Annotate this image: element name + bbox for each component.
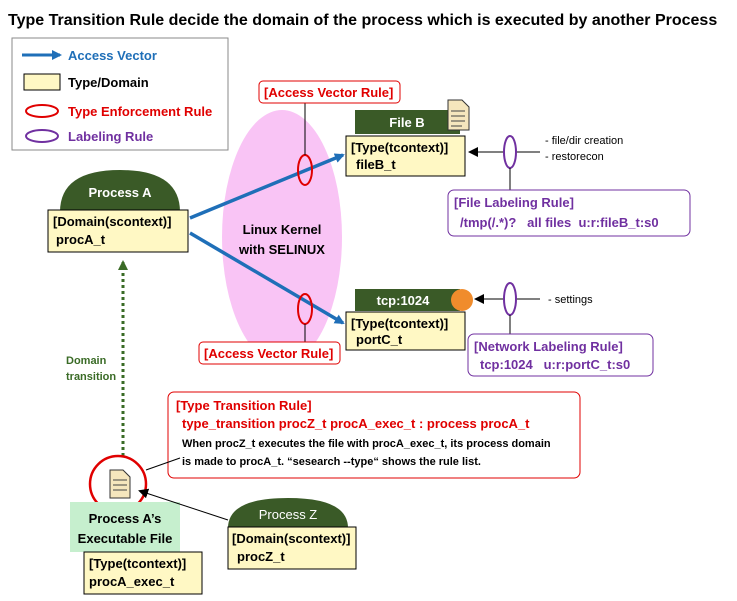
legend-type-enforcement-icon [25, 104, 59, 118]
type-transition-rule-box [167, 391, 581, 479]
file-b-type-box [345, 135, 466, 177]
tcp-value: portC_t [356, 332, 403, 347]
file-b-label: [Type(tcontext)] [351, 140, 448, 155]
process-z: Process Z [Domain(scontext)] procZ_t [227, 498, 357, 570]
legend-labeling-label: Labeling Rule [68, 129, 153, 144]
executable-file-label: [Type(tcontext)] [89, 556, 186, 571]
domain-transition-label-1: Domain [66, 355, 107, 367]
executable-file-title-1: Process A’s [89, 511, 162, 526]
executable-file-header [70, 502, 180, 552]
type-transition-rule-desc-2: is made to procA_t. “sesearch --type“ sh… [182, 456, 481, 468]
access-vector-rule-bottom: [Access Vector Rule] [204, 346, 333, 361]
executable-file-type-box [83, 551, 203, 595]
network-labeling-rule-body: tcp:1024 u:r:portC_t:s0 [480, 357, 630, 372]
access-vector-rule-bottom-box [198, 341, 341, 365]
file-b-title: File B [389, 115, 424, 130]
access-vector-arrow-file [189, 153, 345, 220]
network-labeling-rule-box [467, 333, 654, 377]
process-a-header [60, 170, 180, 212]
tcp-type-box [345, 311, 466, 351]
tcp-port: tcp:1024 [Type(tcontext)] portC_t [345, 289, 473, 351]
file-labeling-marker [503, 135, 517, 169]
legend: Access Vector Type/Domain Type Enforceme… [11, 37, 229, 151]
type-transition-rule-statement: type_transition procZ_t procA_exec_t : p… [182, 416, 530, 431]
page-title: Type Transition Rule decide the domain o… [8, 12, 717, 29]
process-z-value: procZ_t [237, 549, 285, 564]
process-a-value: procA_t [56, 232, 106, 247]
file-labeling-rule-title: [File Labeling Rule] [454, 195, 574, 210]
process-z-title: Process Z [259, 507, 318, 522]
network-labeling-marker [503, 282, 517, 316]
type-transition-callout-line [145, 457, 181, 471]
network-labeling-rule-title: [Network Labeling Rule] [474, 339, 623, 354]
access-vector-rule-top-box [258, 80, 401, 104]
tcp-label: [Type(tcontext)] [351, 316, 448, 331]
executable-file-title-2: Executable File [78, 531, 173, 546]
process-a-type-box [47, 209, 189, 253]
execute-arrow [138, 488, 229, 521]
tcp-port-dot [451, 289, 473, 311]
tcp-title: tcp:1024 [377, 293, 431, 308]
file-note-2: - restorecon [545, 151, 604, 163]
file-b: File B [Type(tcontext)] fileB_t [345, 99, 470, 177]
type-transition-rule-desc-1: When procZ_t executes the file with proc… [182, 438, 551, 450]
legend-type-domain-label: Type/Domain [68, 75, 149, 90]
domain-transition-label-2: transition [66, 371, 116, 383]
tcp-note: - settings [548, 294, 593, 306]
file-labeling-rule-body: /tmp(/.*)? all files u:r:fileB_t:s0 [460, 215, 659, 230]
file-labeling-rule-box [447, 189, 691, 237]
file-b-document-icon [447, 99, 470, 131]
linux-kernel-shape [222, 110, 342, 364]
file-b-header [355, 110, 460, 134]
process-a: Process A [Domain(scontext)] procA_t [47, 170, 189, 253]
file-note-1: - file/dir creation [545, 135, 623, 147]
access-vector-arrow-port [189, 231, 345, 325]
process-a-title: Process A [88, 185, 152, 200]
access-vector-rule-top: [Access Vector Rule] [264, 85, 393, 100]
kernel-label-line1: Linux Kernel [243, 222, 322, 237]
tcp-header [355, 289, 460, 311]
legend-access-vector-label: Access Vector [68, 48, 157, 63]
kernel-label-line2: with SELINUX [238, 242, 325, 257]
process-z-header [228, 498, 348, 528]
type-transition-rule-title: [Type Transition Rule] [176, 398, 312, 413]
executable-file-icon [109, 469, 131, 499]
legend-type-domain-icon [23, 73, 61, 91]
legend-labeling-icon [25, 129, 59, 143]
process-z-label: [Domain(scontext)] [232, 531, 350, 546]
executable-file-value: procA_exec_t [89, 574, 175, 589]
process-a-label: [Domain(scontext)] [53, 214, 171, 229]
file-b-value: fileB_t [356, 157, 396, 172]
legend-type-enforcement-label: Type Enforcement Rule [68, 104, 212, 119]
process-z-type-box [227, 526, 357, 570]
